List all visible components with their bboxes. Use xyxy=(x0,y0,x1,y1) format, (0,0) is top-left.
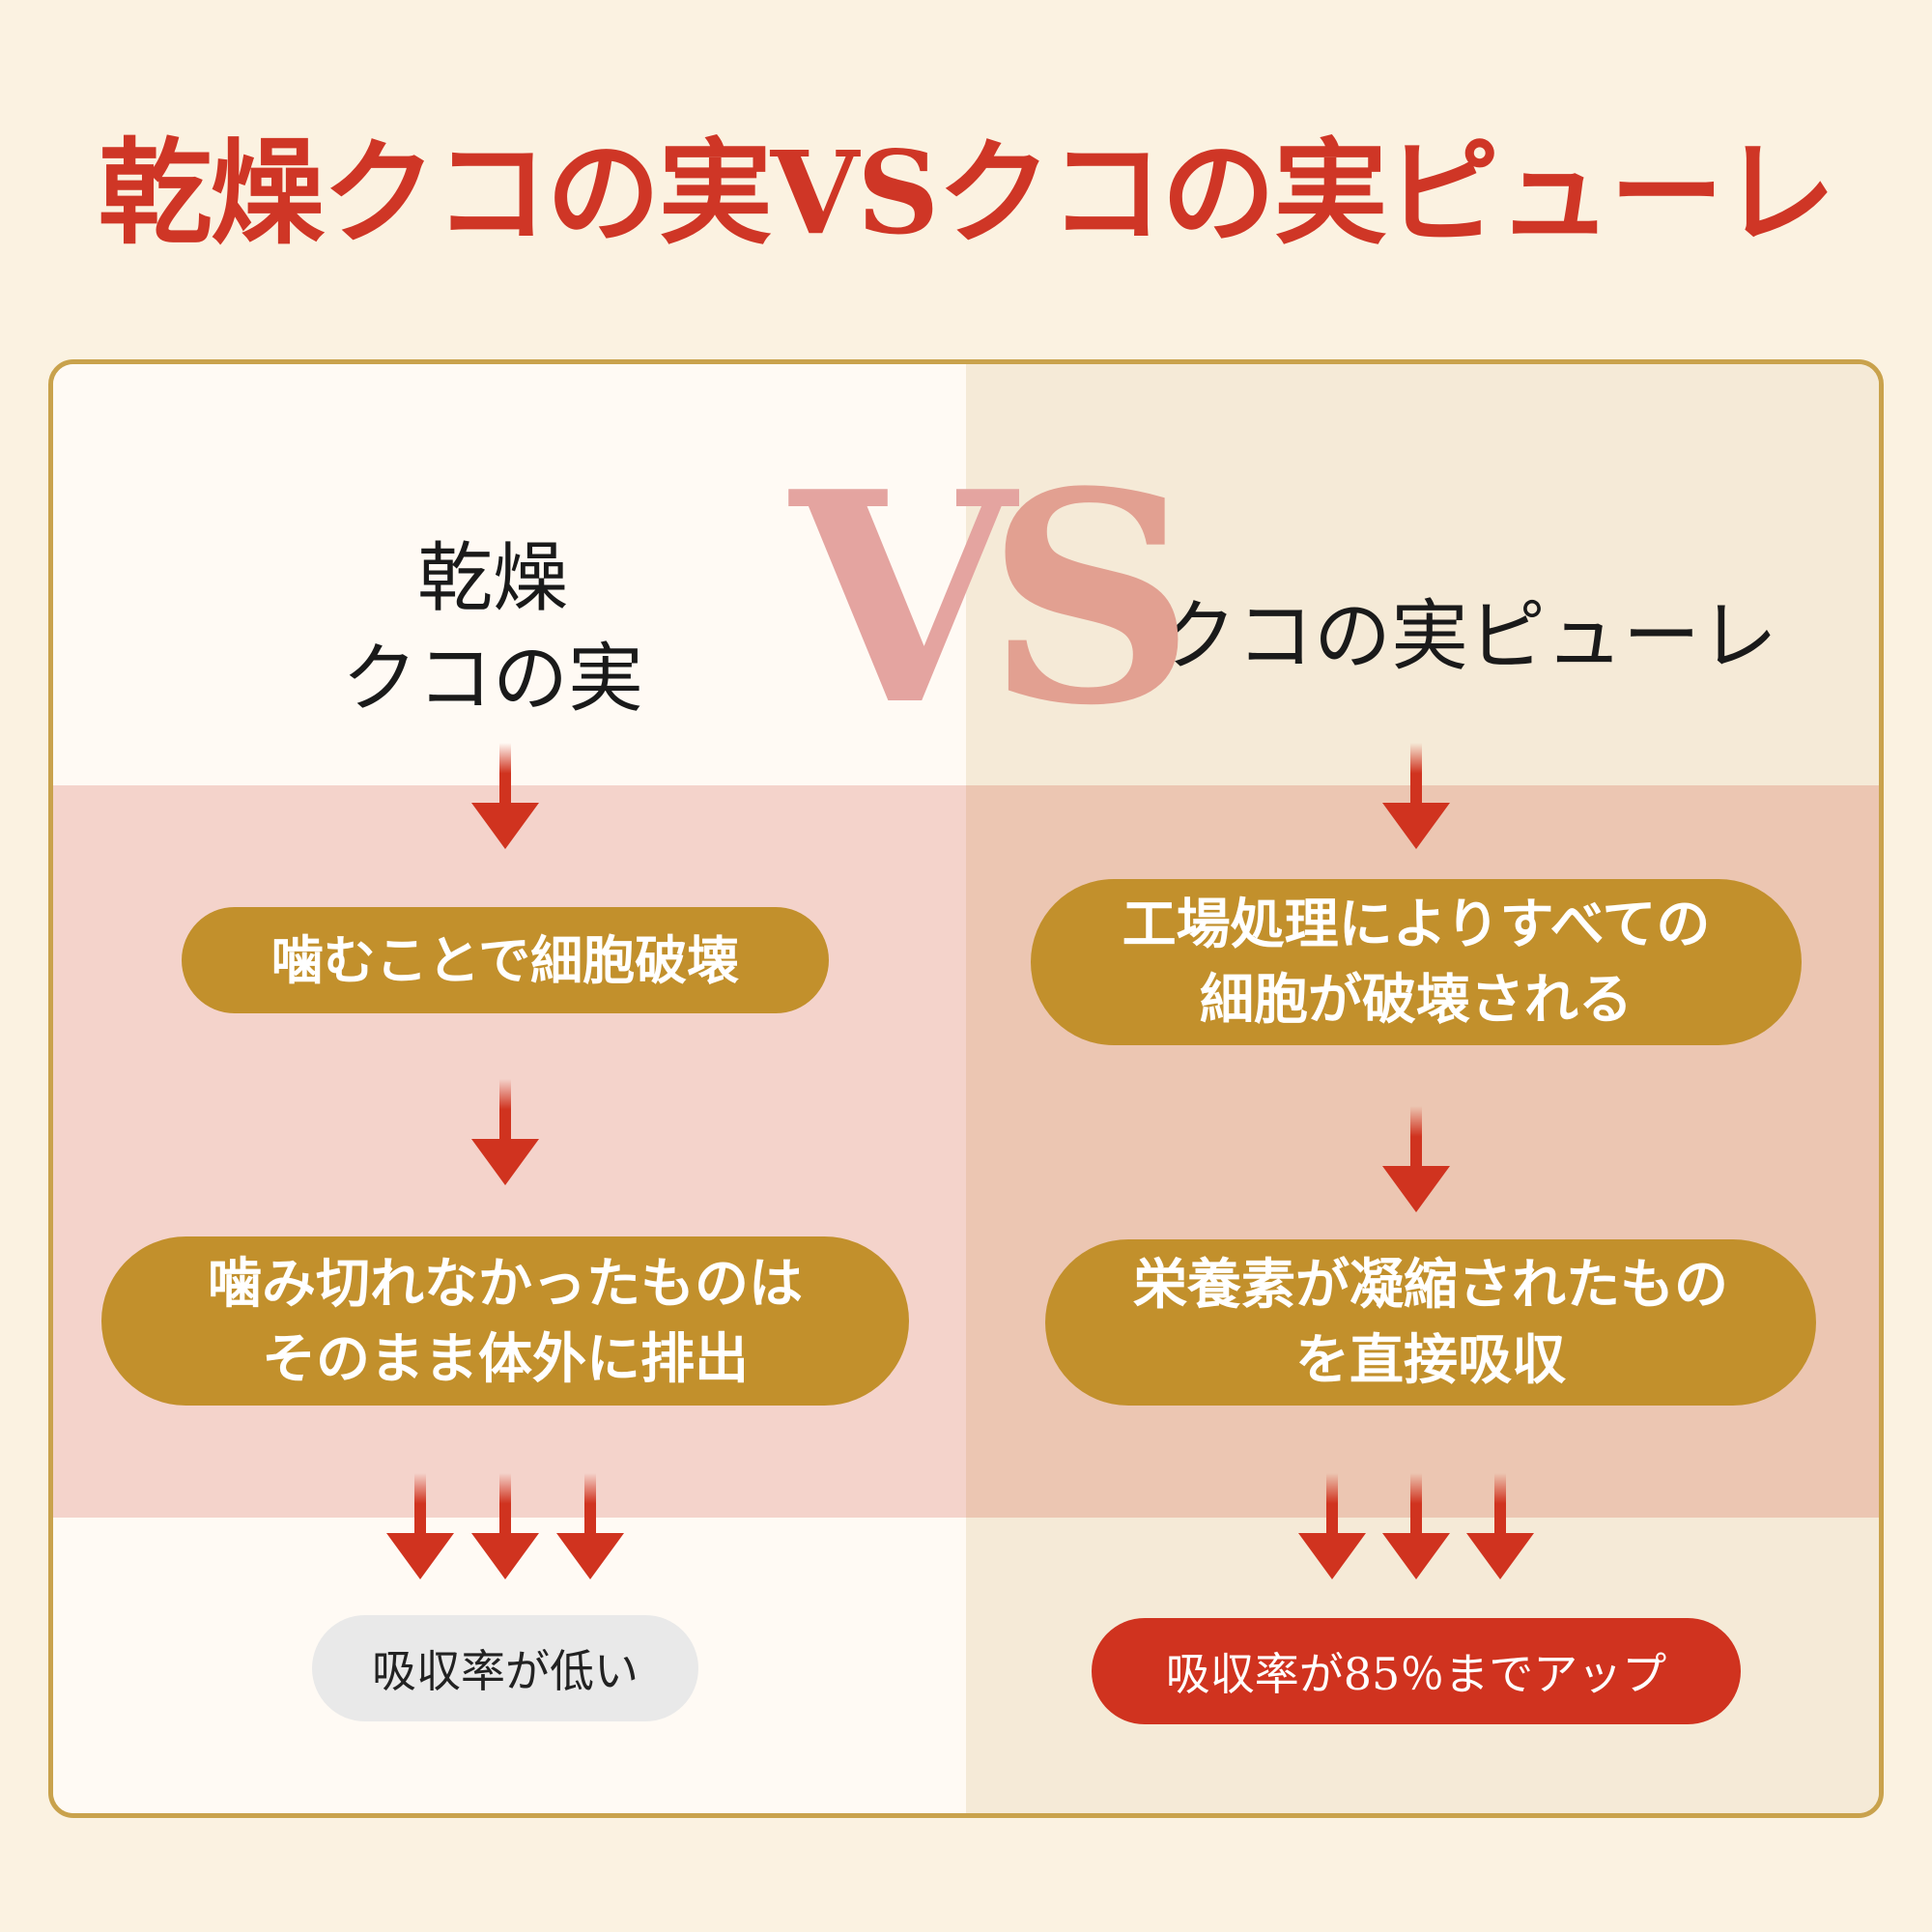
right-result-badge: 吸収率が85％までアップ xyxy=(1092,1618,1741,1724)
down-arrow-icon xyxy=(471,743,539,849)
down-arrow-icon xyxy=(386,1473,454,1579)
down-arrow-icon xyxy=(1382,1106,1450,1212)
vs-letter-v: V xyxy=(790,428,1015,769)
page-title: 乾燥クコの実VSクコの実ピューレ xyxy=(98,126,1836,260)
down-arrow-icon xyxy=(556,1473,624,1579)
down-arrow-icon xyxy=(1298,1473,1366,1579)
down-arrow-icon xyxy=(471,1473,539,1579)
puree-heading: クコの実ピューレ xyxy=(1159,591,1777,681)
down-arrow-icon xyxy=(1466,1473,1534,1579)
down-arrow-icon xyxy=(1382,743,1450,849)
comparison-panel: 乾燥 クコの実 クコの実ピューレ 噛むことで細胞破壊 噛み切れなかったものは そ… xyxy=(48,359,1884,1818)
left-result-badge: 吸収率が低い xyxy=(312,1615,698,1721)
vs-letter-s: S xyxy=(985,428,1196,769)
left-step-1: 噛むことで細胞破壊 xyxy=(182,907,829,1013)
right-step-2: 栄養素が凝縮されたもの を直接吸収 xyxy=(1045,1239,1816,1406)
down-arrow-icon xyxy=(471,1079,539,1185)
left-step-2: 噛み切れなかったものは そのまま体外に排出 xyxy=(101,1236,909,1406)
dried-goji-heading: 乾燥 クコの実 xyxy=(341,535,643,723)
vs-mark: VS xyxy=(790,454,1195,744)
down-arrow-icon xyxy=(1382,1473,1450,1579)
right-step-1: 工場処理によりすべての 細胞が破壊される xyxy=(1031,879,1802,1045)
